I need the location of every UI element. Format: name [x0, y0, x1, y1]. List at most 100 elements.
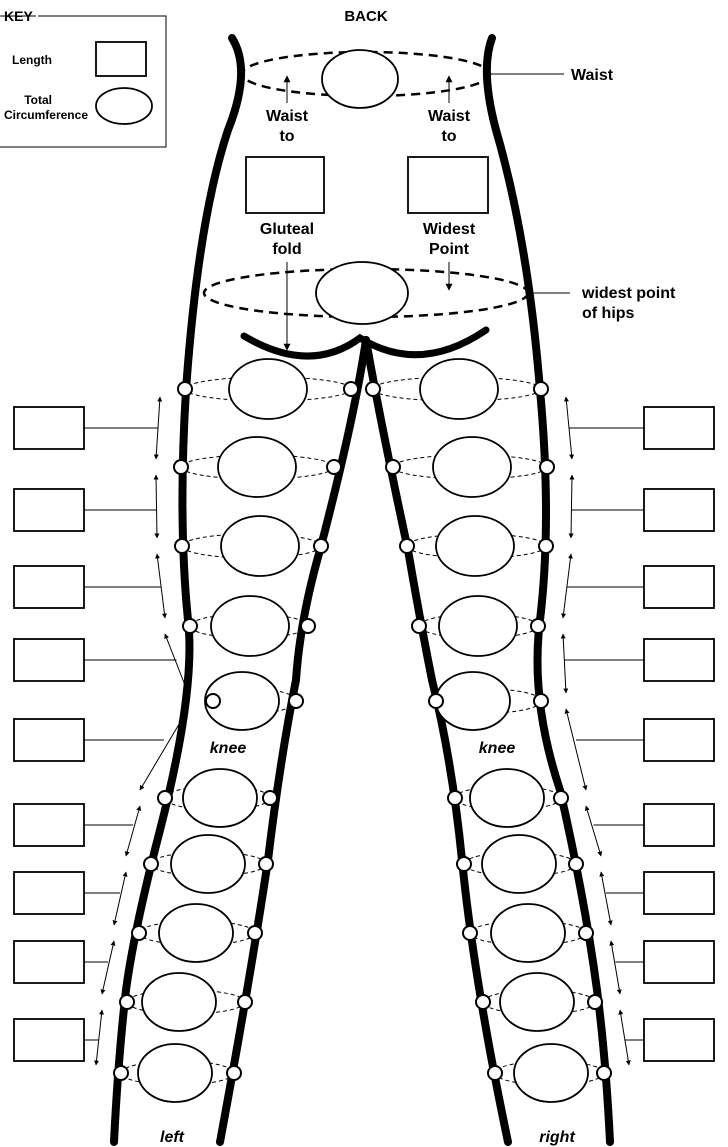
- measure-point-dot: [588, 995, 602, 1009]
- measure-point-dot: [301, 619, 315, 633]
- left-leg-label: left: [160, 1129, 185, 1146]
- measure-point-dot: [579, 926, 593, 940]
- right-circumference-oval: [514, 1044, 588, 1102]
- measure-point-dot: [386, 460, 400, 474]
- segment-length-3: [14, 554, 714, 618]
- right-circumference-oval: [439, 596, 517, 656]
- segment-length-6: [14, 804, 714, 856]
- svg-text:Widest: Widest: [423, 221, 476, 238]
- leg-level-5: [205, 672, 548, 730]
- key-length-box-icon: [96, 42, 146, 76]
- left-length-box: [14, 872, 84, 914]
- measure-point-dot: [412, 619, 426, 633]
- right-leg-label: right: [539, 1129, 575, 1146]
- measure-point-dot: [400, 539, 414, 553]
- key-circumference-oval-icon: [96, 88, 152, 124]
- right-length-box: [644, 804, 714, 846]
- segment-length-4: [14, 634, 714, 693]
- measure-point-dot: [448, 791, 462, 805]
- measure-point-dot: [597, 1066, 611, 1080]
- waist-to-gluteal-group: Waist to Gluteal fold: [246, 76, 324, 350]
- measure-point-dot: [132, 926, 146, 940]
- left-circumference-oval: [218, 437, 296, 497]
- measure-point-dot: [554, 791, 568, 805]
- measure-point-dot: [463, 926, 477, 940]
- segment-length-2: [14, 475, 714, 538]
- left-length-arrow: [157, 554, 165, 618]
- measure-point-dot: [144, 857, 158, 871]
- waist-to-widest-length-box: [408, 157, 488, 213]
- right-circumference-oval: [420, 359, 498, 419]
- left-circumference-oval: [211, 596, 289, 656]
- measure-point-dot: [178, 382, 192, 396]
- left-length-box: [14, 639, 84, 681]
- right-length-arrow: [571, 475, 572, 538]
- measure-point-dot: [238, 995, 252, 1009]
- measure-point-dot: [488, 1066, 502, 1080]
- hip-circumference-oval: [316, 262, 408, 324]
- key-length-label: Length: [12, 53, 52, 67]
- measure-point-dot: [457, 857, 471, 871]
- measure-point-dot: [263, 791, 277, 805]
- measure-point-dot: [120, 995, 134, 1009]
- right-circumference-oval: [500, 973, 574, 1031]
- measure-point-dot: [540, 460, 554, 474]
- leg-level-10: [114, 1044, 611, 1102]
- left-length-arrow: [96, 1010, 102, 1065]
- left-length-arrow: [114, 872, 126, 925]
- left-circumference-oval: [221, 516, 299, 576]
- leg-level-6: [158, 769, 568, 827]
- segment-length-5: [14, 709, 714, 790]
- leg-level-8: [132, 904, 593, 962]
- measure-point-dot: [227, 1066, 241, 1080]
- right-length-box: [644, 639, 714, 681]
- left-length-arrow: [156, 475, 157, 538]
- right-circumference-oval: [436, 672, 510, 730]
- svg-text:Gluteal: Gluteal: [260, 221, 314, 238]
- segment-length-8: [14, 941, 714, 994]
- measure-point-dot: [259, 857, 273, 871]
- segment-length-1: [14, 397, 714, 459]
- svg-text:Waist: Waist: [266, 108, 309, 125]
- left-circumference-oval: [138, 1044, 212, 1102]
- right-length-arrow: [566, 709, 586, 790]
- measure-point-dot: [248, 926, 262, 940]
- measure-point-dot: [534, 694, 548, 708]
- right-length-box: [644, 941, 714, 983]
- right-length-arrow: [563, 634, 566, 693]
- measure-point-dot: [314, 539, 328, 553]
- right-length-box: [644, 719, 714, 761]
- right-length-box: [644, 872, 714, 914]
- right-length-arrow: [620, 1010, 629, 1065]
- widest-hips-label-2: of hips: [582, 305, 635, 322]
- right-circumference-oval: [491, 904, 565, 962]
- left-circumference-oval: [229, 359, 307, 419]
- measure-point-dot: [327, 460, 341, 474]
- left-circumference-oval: [142, 973, 216, 1031]
- right-length-arrow: [586, 806, 601, 856]
- measure-point-dot: [429, 694, 443, 708]
- measure-point-dot: [183, 619, 197, 633]
- right-circumference-oval: [433, 437, 511, 497]
- left-length-arrow: [126, 806, 140, 856]
- right-circumference-oval: [470, 769, 544, 827]
- measure-point-dot: [569, 857, 583, 871]
- left-length-arrow: [165, 634, 188, 693]
- diagram-title: BACK: [344, 8, 387, 25]
- measure-point-dot: [175, 539, 189, 553]
- left-circumference-oval: [159, 904, 233, 962]
- measure-point-dot: [539, 539, 553, 553]
- left-length-box: [14, 566, 84, 608]
- leg-levels: [14, 359, 714, 1102]
- measure-point-dot: [174, 460, 188, 474]
- leg-level-4: [183, 596, 545, 656]
- waist-to-widest-group: Waist to Widest Point: [408, 76, 488, 290]
- right-length-box: [644, 407, 714, 449]
- measure-point-dot: [114, 1066, 128, 1080]
- measure-point-dot: [206, 694, 220, 708]
- svg-text:Point: Point: [429, 241, 470, 258]
- left-length-box: [14, 719, 84, 761]
- right-length-arrow: [611, 941, 620, 994]
- left-length-box: [14, 407, 84, 449]
- left-circumference-oval: [183, 769, 257, 827]
